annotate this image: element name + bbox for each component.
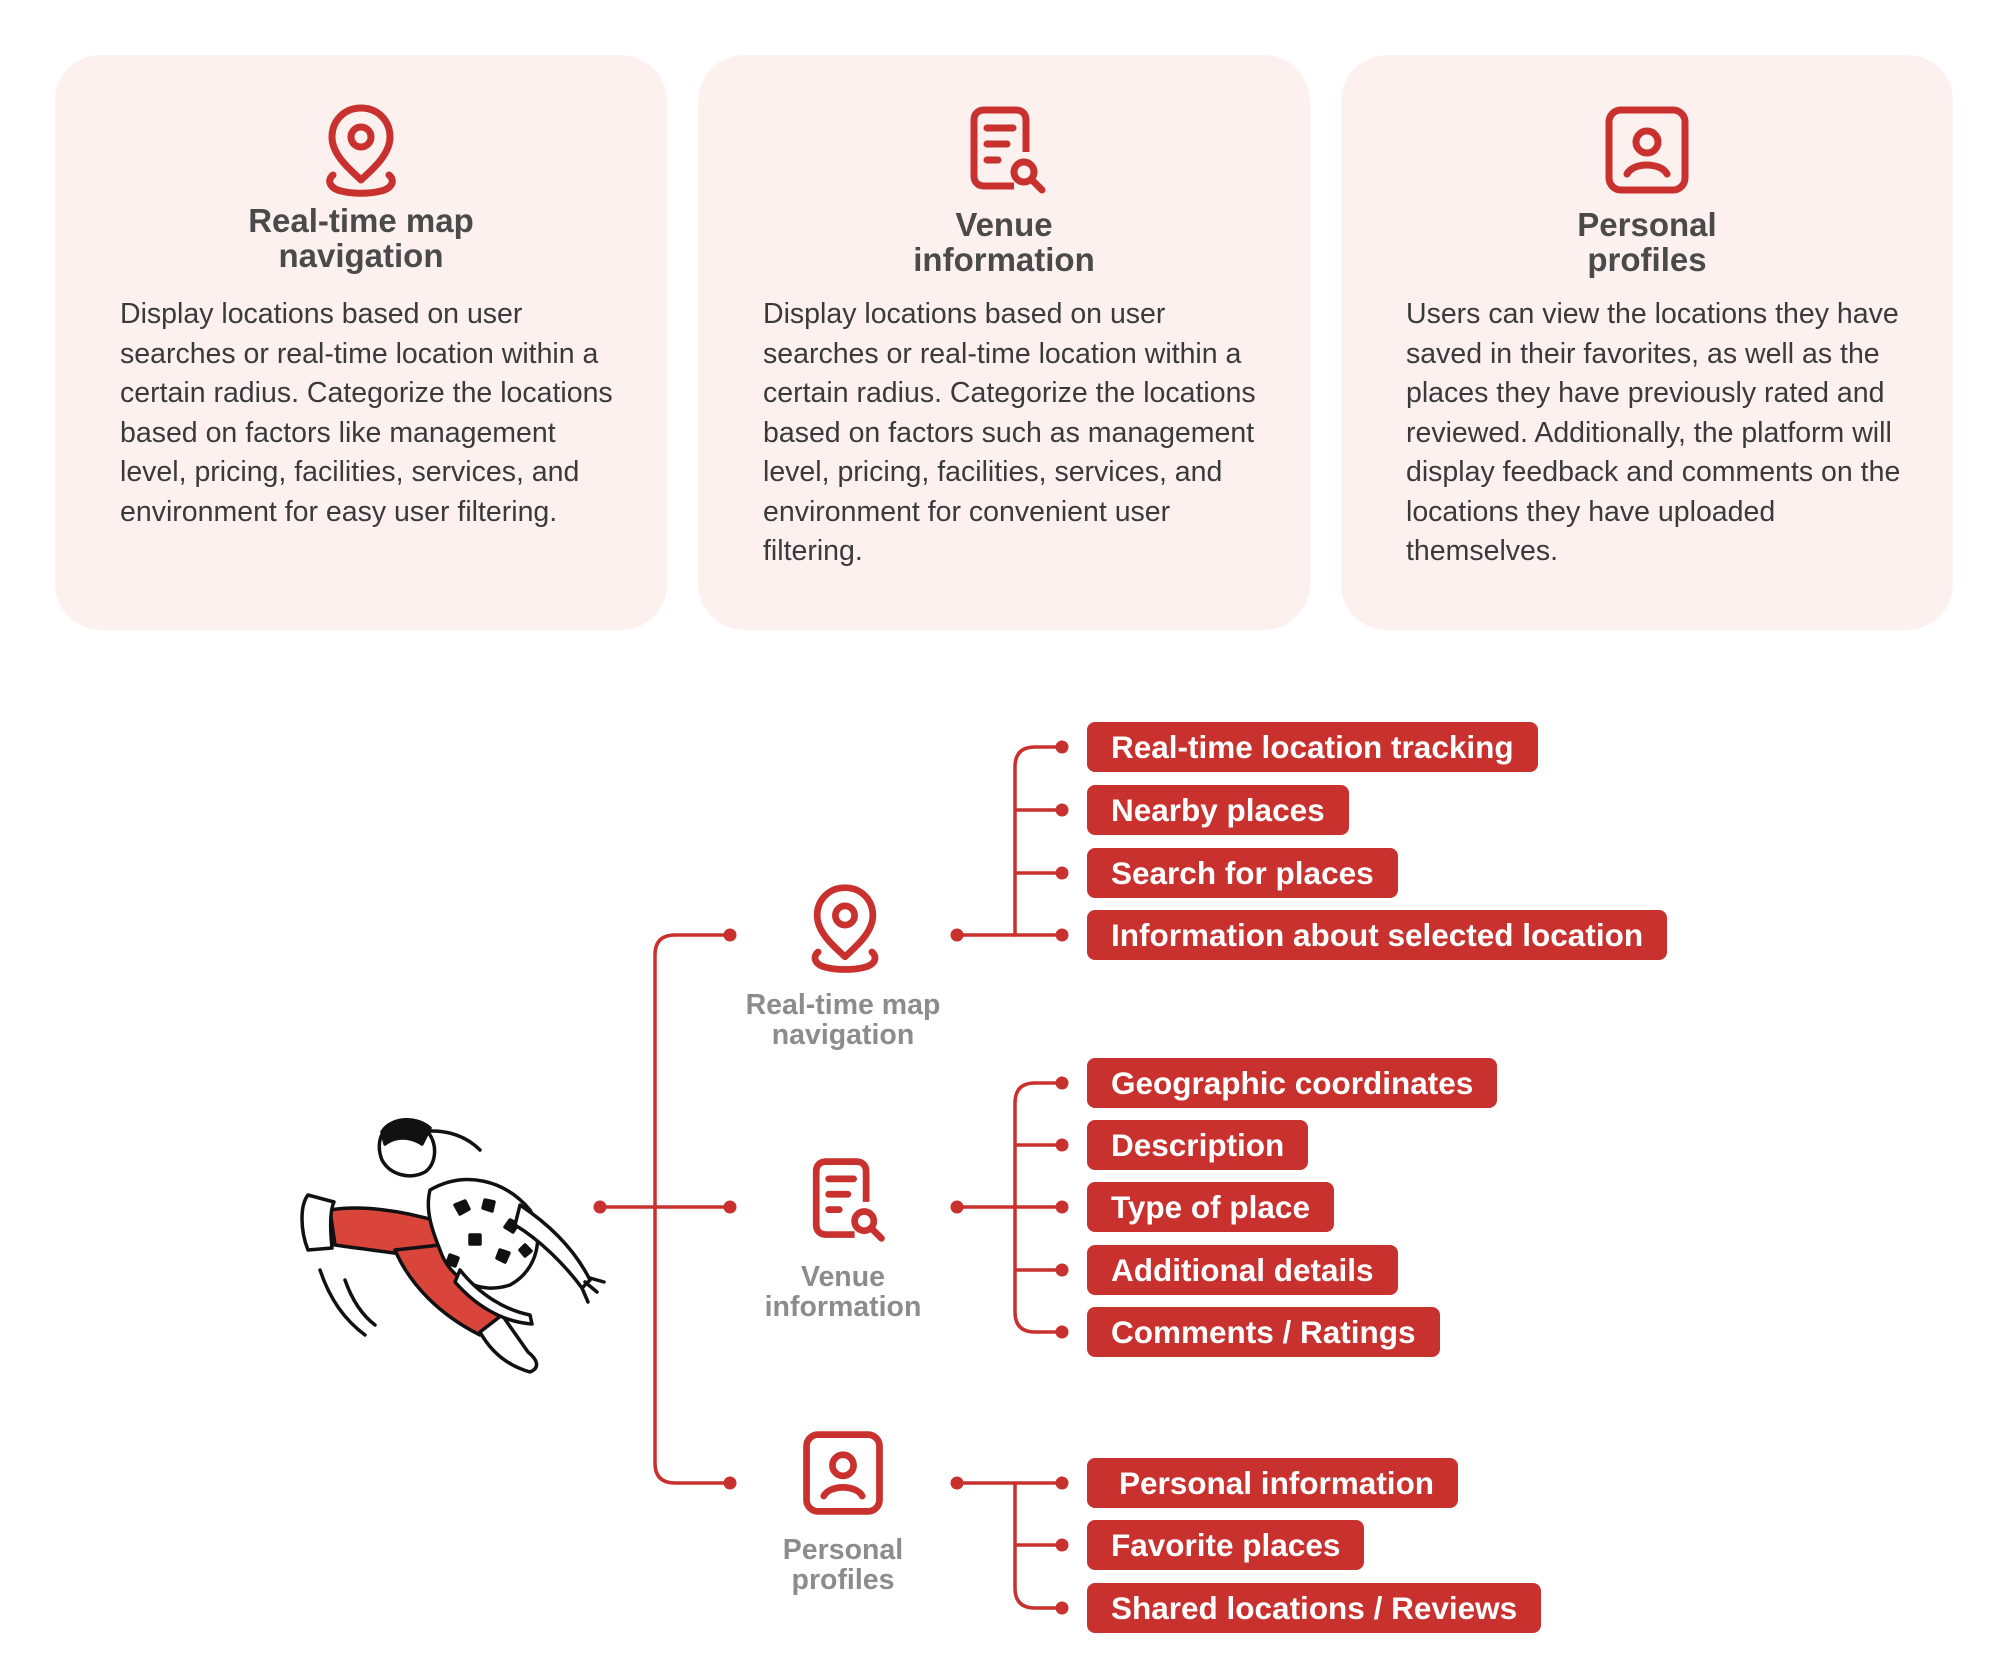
- document-search-icon: [812, 1158, 885, 1242]
- card-title: Personal profiles: [1577, 206, 1717, 278]
- feature-card-personal-profiles: Personal profiles Users can view the loc…: [1341, 55, 1953, 630]
- user-profile-icon: [1605, 106, 1689, 194]
- document-search-icon: [970, 106, 1046, 194]
- feature-pill: Comments / Ratings: [1087, 1307, 1440, 1357]
- map-pin-icon: [326, 104, 396, 197]
- feature-pill: Favorite places: [1087, 1520, 1365, 1570]
- category-label-personal-profiles: Personal profiles: [782, 1534, 904, 1596]
- card-description: Display locations based on user searches…: [763, 298, 1256, 567]
- feature-pill: Description: [1087, 1120, 1309, 1170]
- card-description: Users can view the locations they have s…: [1406, 298, 1901, 567]
- category-label-venue-information: Venue information: [764, 1261, 922, 1323]
- category-label-map-navigation: Real-time map navigation: [745, 989, 941, 1051]
- feature-card-map-navigation: Real-time map navigation Display locatio…: [55, 55, 667, 630]
- map-pin-icon: [811, 884, 879, 973]
- feature-pill: Shared locations / Reviews: [1087, 1583, 1542, 1633]
- feature-pill: Real-time location tracking: [1087, 722, 1538, 772]
- card-description: Display locations based on user searches…: [120, 298, 613, 528]
- card-title: Venue information: [913, 206, 1095, 278]
- running-person-illustration: [300, 1118, 606, 1374]
- card-title: Real-time map navigation: [248, 202, 474, 274]
- feature-pill: Personal information: [1087, 1458, 1459, 1508]
- feature-pill: Additional details: [1087, 1245, 1398, 1295]
- feature-pill: Search for places: [1087, 848, 1398, 898]
- feature-pill: Information about selected location: [1087, 910, 1668, 960]
- feature-pill: Geographic coordinates: [1087, 1058, 1498, 1108]
- feature-pill: Nearby places: [1087, 785, 1349, 835]
- feature-pill: Type of place: [1087, 1182, 1334, 1232]
- feature-card-venue-information: Venue information Display locations base…: [698, 55, 1310, 630]
- user-profile-icon: [803, 1431, 883, 1515]
